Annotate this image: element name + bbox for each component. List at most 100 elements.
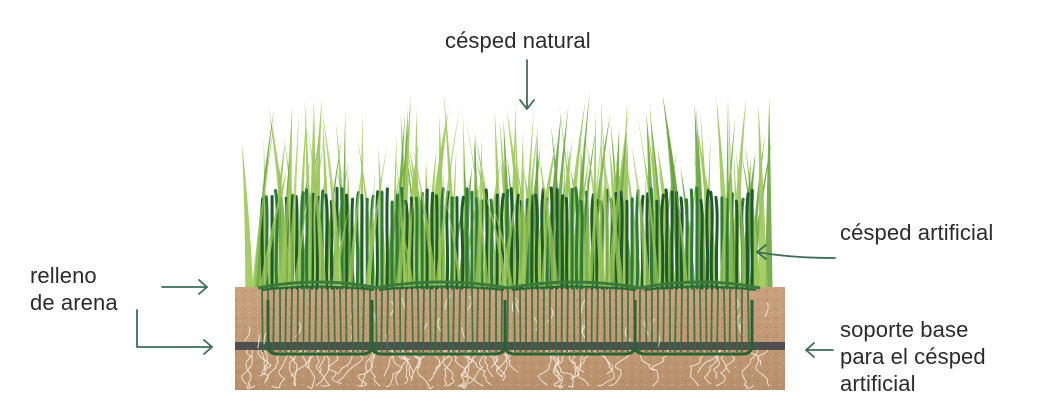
artificial-grass-blade <box>564 196 569 290</box>
artificial-grass-tufts <box>257 280 761 291</box>
natural-grass-blade-front <box>435 103 461 287</box>
natural-grass-blade <box>241 141 254 287</box>
tuft-loop <box>378 285 505 291</box>
sand-infill-label-line-2: de arena <box>30 290 118 315</box>
root-strand <box>550 349 563 387</box>
artificial-fibre-root <box>302 286 305 353</box>
artificial-fibre-root <box>351 286 354 353</box>
artificial-fibre-root <box>716 286 719 353</box>
artificial-grass-blade <box>304 188 309 290</box>
artificial-fibre-root <box>434 286 437 353</box>
artificial-fibre-root <box>375 286 378 353</box>
natural-grass-blade-front <box>718 173 728 287</box>
root-strand <box>429 349 441 382</box>
artificial-fibre-root <box>380 286 383 353</box>
root-strand <box>245 349 256 389</box>
arrow-relleno <box>161 279 208 295</box>
artificial-fibre-root <box>603 286 606 353</box>
natural-grass-blade-front <box>540 172 550 287</box>
natural-grass-blade-front <box>631 144 651 287</box>
backing-loop <box>633 300 754 356</box>
root-strand <box>294 322 302 338</box>
root-strand <box>442 349 455 387</box>
artificial-fibre-root <box>422 286 425 353</box>
natural-grass-blade-front <box>442 186 462 287</box>
sand-infill-layer <box>235 287 785 390</box>
artificial-grass-blade <box>689 188 694 290</box>
natural-grass-blade-front <box>636 110 659 288</box>
artificial-fibre-root <box>308 286 311 353</box>
artificial-grass-blade <box>699 199 704 290</box>
natural-grass-blade <box>758 103 768 287</box>
root-strand <box>437 317 442 333</box>
artificial-fibre-root <box>747 286 750 353</box>
arrow-soporte <box>805 342 834 358</box>
artificial-fibre-root <box>290 286 293 353</box>
artificial-fibre-root <box>699 286 702 353</box>
base-support-label-line-3: artificial <box>840 371 916 396</box>
natural-grass-blade-front <box>674 179 689 287</box>
artificial-fibre-root <box>723 286 726 353</box>
artificial-fibre-root <box>471 286 474 353</box>
artificial-grass-blade <box>375 190 380 290</box>
natural-grass-blade-front <box>308 129 327 287</box>
artificial-fibre-root <box>261 286 264 353</box>
artificial-fibre-root <box>411 286 414 353</box>
tuft-loop <box>639 280 761 290</box>
artificial-fibre-root <box>386 286 389 353</box>
root-strand <box>271 349 290 389</box>
artificial-fibre-root <box>476 286 479 353</box>
tuft-loop <box>507 280 641 290</box>
natural-grass-blade-front <box>500 178 520 287</box>
root-strand <box>467 295 472 311</box>
artificial-grass-blade <box>705 189 710 290</box>
artificial-grass-blade <box>324 193 329 290</box>
artificial-grass-blade <box>574 186 579 290</box>
root-strand <box>577 349 589 387</box>
natural-grass-blade-front <box>259 167 288 287</box>
natural-grass-blade-front <box>518 117 540 288</box>
root-strand <box>315 349 330 387</box>
artificial-fibre-root <box>417 286 420 353</box>
artificial-fibre-root <box>362 286 365 353</box>
natural-grass-blade-front <box>331 205 350 287</box>
root-strand <box>471 349 492 386</box>
artificial-fibre-root <box>314 286 317 353</box>
artificial-grass-blade <box>509 187 514 290</box>
root-strand <box>486 349 506 382</box>
artificial-fibre-root <box>272 286 275 353</box>
natural-grass-blade-front <box>395 193 407 287</box>
tuft-loop <box>643 285 757 291</box>
natural-grass-blade-front <box>412 145 437 287</box>
artificial-fibre-root <box>296 286 299 353</box>
artificial-fibre-root <box>429 286 432 353</box>
root-strand <box>257 334 260 349</box>
natural-grass-blade-front <box>587 129 603 287</box>
artificial-grass-blade <box>505 189 510 290</box>
natural-grass-blade-front <box>366 168 376 287</box>
natural-grass-blade-front <box>481 181 508 287</box>
tuft-loop <box>261 285 375 291</box>
artificial-grass-label: césped artificial <box>840 220 994 245</box>
base-support-label-line-2: para el césped <box>840 344 986 369</box>
sand-infill-label-line-1: relleno <box>30 263 97 288</box>
natural-grass-blade <box>695 104 707 287</box>
root-strand <box>546 349 574 388</box>
natural-grass-blade-front <box>394 203 414 287</box>
root-strand <box>651 349 670 387</box>
natural-grass-blade-front <box>517 128 525 287</box>
root-strand <box>689 349 707 387</box>
root-strand <box>580 299 586 314</box>
artificial-fibre-root <box>693 286 696 353</box>
root-strand <box>715 349 735 387</box>
natural-grass-blade-front <box>606 102 630 287</box>
artificial-fibre-root <box>680 286 683 353</box>
artificial-fibre-root <box>404 286 407 353</box>
root-strand <box>385 349 403 388</box>
artificial-fibre-root <box>596 286 599 353</box>
artificial-grass-blade <box>329 200 334 290</box>
artificial-fibre-root <box>674 286 677 353</box>
arrows <box>136 59 836 358</box>
root-strand <box>401 349 413 382</box>
artificial-fibre-root <box>452 286 455 353</box>
